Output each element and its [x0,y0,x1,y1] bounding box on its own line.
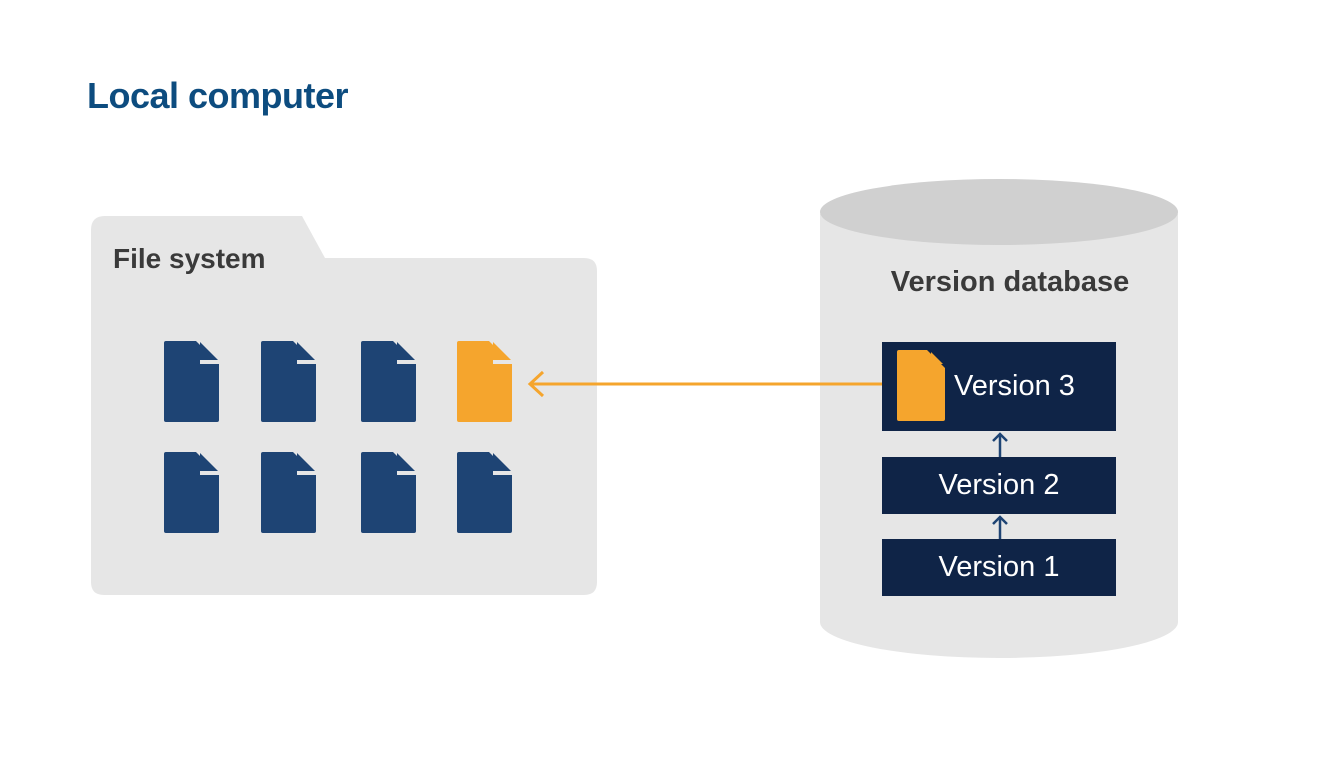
file-icon [361,341,416,422]
restore-arrow [527,370,897,398]
page-title: Local computer [87,75,349,116]
file-grid [164,341,512,533]
file-icon [261,341,316,422]
version-1-box: Version 1 [882,539,1116,596]
version-2-box: Version 2 [882,457,1116,514]
file-icon [361,452,416,533]
version-3-label: Version 3 [954,370,1075,402]
version-2-label: Version 2 [938,469,1060,501]
file-icon [164,452,219,533]
version-database-label: Version database [890,266,1130,298]
file-icon [457,452,512,533]
version-arrow-1-to-2 [992,515,1008,539]
version-1-label: Version 1 [938,551,1060,583]
restored-file-icon [457,341,512,422]
version-arrow-2-to-3 [992,432,1008,457]
file-icon [164,341,219,422]
file-system-label: File system [113,243,266,274]
version-3-file-icon [897,350,945,421]
file-icon [261,452,316,533]
